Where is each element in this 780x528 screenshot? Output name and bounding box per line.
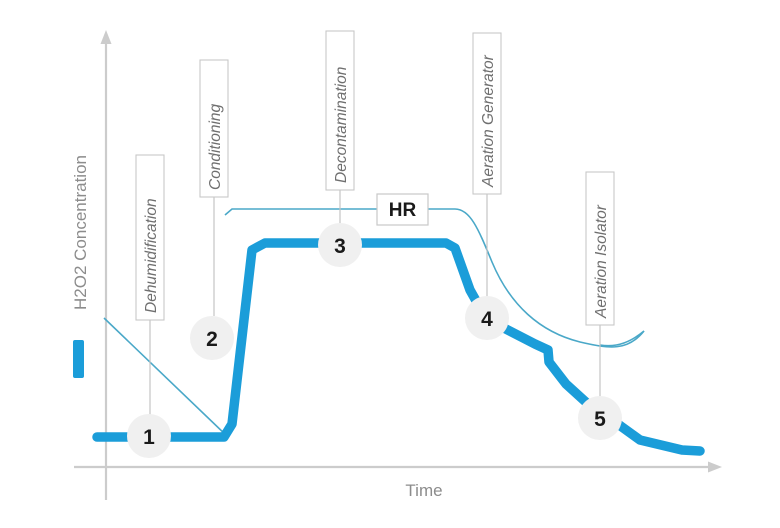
hr-line-decay [454, 208, 645, 348]
phase-label-box-conditioning [199, 59, 229, 198]
phase-label-box-aeration-isolator [585, 171, 615, 326]
marker-4-circle [465, 296, 509, 340]
x-axis-label: Time [405, 481, 442, 500]
legend-swatch-h2o2 [73, 340, 84, 378]
marker-5-number: 5 [594, 408, 606, 431]
phase-label-text-aeration-isolator: Aeration Isolator [593, 204, 610, 319]
phase-label-dehumidification[interactable]: Dehumidification [135, 154, 165, 321]
marker-4[interactable]: 4 [465, 296, 509, 340]
axes-group [74, 30, 722, 500]
marker-3-number: 3 [334, 235, 346, 258]
y-axis-arrowhead [100, 30, 112, 44]
marker-1-circle [127, 414, 171, 458]
phase-label-conditioning[interactable]: Conditioning [199, 59, 229, 198]
marker-2-number: 2 [206, 328, 218, 351]
marker-5[interactable]: 5 [578, 396, 622, 440]
phase-label-aeration-generator[interactable]: Aeration Generator [472, 32, 502, 195]
hr-annotation-label: HR [389, 200, 417, 221]
marker-5-circle [578, 396, 622, 440]
phase-label-text-aeration-generator: Aeration Generator [480, 54, 497, 188]
marker-2[interactable]: 2 [190, 316, 234, 360]
phase-label-text-dehumidification: Dehumidification [143, 198, 160, 313]
hr-line-tail [599, 330, 645, 347]
hr-annotation-box [376, 193, 429, 226]
marker-1[interactable]: 1 [127, 414, 171, 458]
y-axis-label-group: H2O2 Concentration [71, 155, 90, 310]
marker-3-circle [318, 223, 362, 267]
phase-label-decontamination[interactable]: Decontamination [325, 30, 355, 191]
phase-label-box-decontamination [325, 30, 355, 191]
marker-1-number: 1 [143, 426, 155, 449]
phase-label-box-dehumidification [135, 154, 165, 321]
phase-label-aeration-isolator[interactable]: Aeration Isolator [585, 171, 615, 326]
marker-4-number: 4 [481, 308, 493, 331]
marker-2-circle [190, 316, 234, 360]
phase-label-text-conditioning: Conditioning [207, 103, 224, 190]
marker-3[interactable]: 3 [318, 223, 362, 267]
phase-label-box-aeration-generator [472, 32, 502, 195]
hr-line-descent [103, 317, 229, 438]
x-axis-arrowhead [708, 461, 722, 473]
y-axis-label: H2O2 Concentration [71, 155, 90, 310]
hr-annotation[interactable]: HR [376, 193, 429, 226]
phase-label-text-decontamination: Decontamination [333, 67, 350, 183]
leader-lines-group [149, 190, 601, 424]
